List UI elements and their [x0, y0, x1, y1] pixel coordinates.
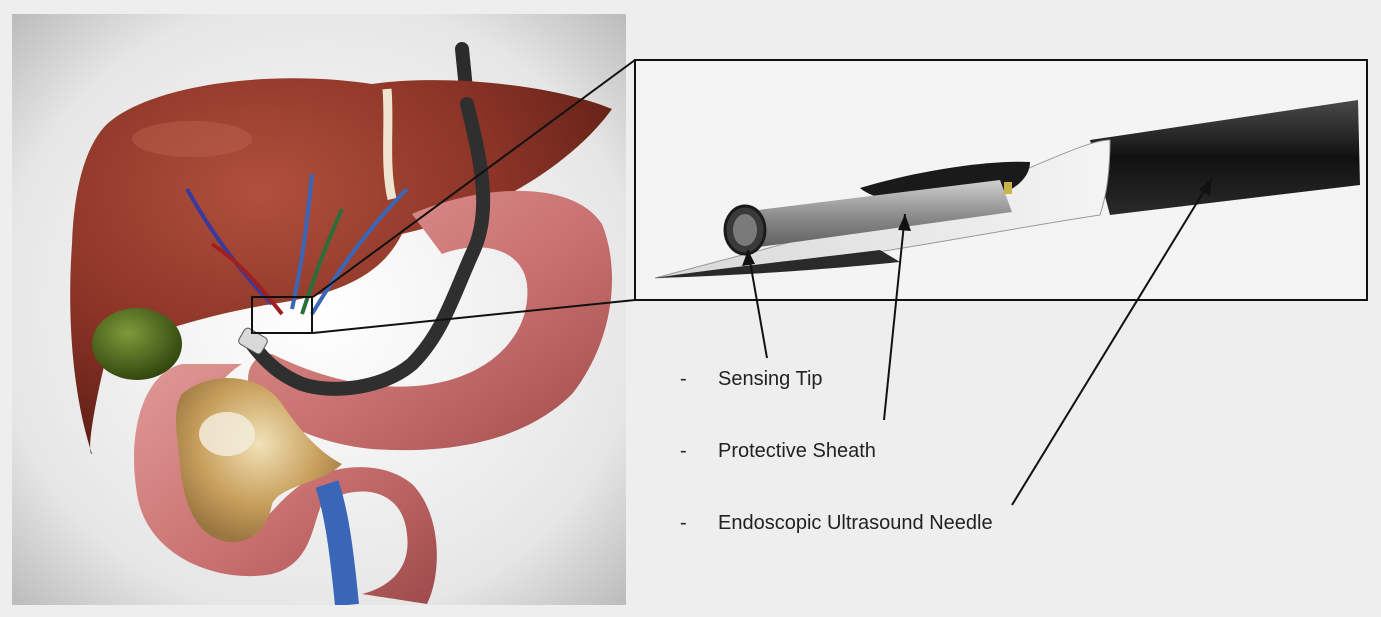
sheath-wire [1004, 182, 1012, 194]
sensing-tip-inner [733, 214, 757, 246]
bullet-dash: - [680, 512, 718, 535]
label-protective-sheath: - Protective Sheath [680, 438, 876, 464]
label-text: Protective Sheath [718, 440, 876, 463]
connector-line-bottom [313, 300, 635, 333]
label-sensing-tip: - Sensing Tip [680, 366, 823, 392]
label-text: Sensing Tip [718, 368, 823, 391]
label-ultrasound-needle: - Endoscopic Ultrasound Needle [680, 510, 993, 536]
label-text: Endoscopic Ultrasound Needle [718, 512, 993, 535]
bullet-dash: - [680, 440, 718, 463]
bullet-dash: - [680, 368, 718, 391]
connector-line-top [313, 60, 635, 297]
